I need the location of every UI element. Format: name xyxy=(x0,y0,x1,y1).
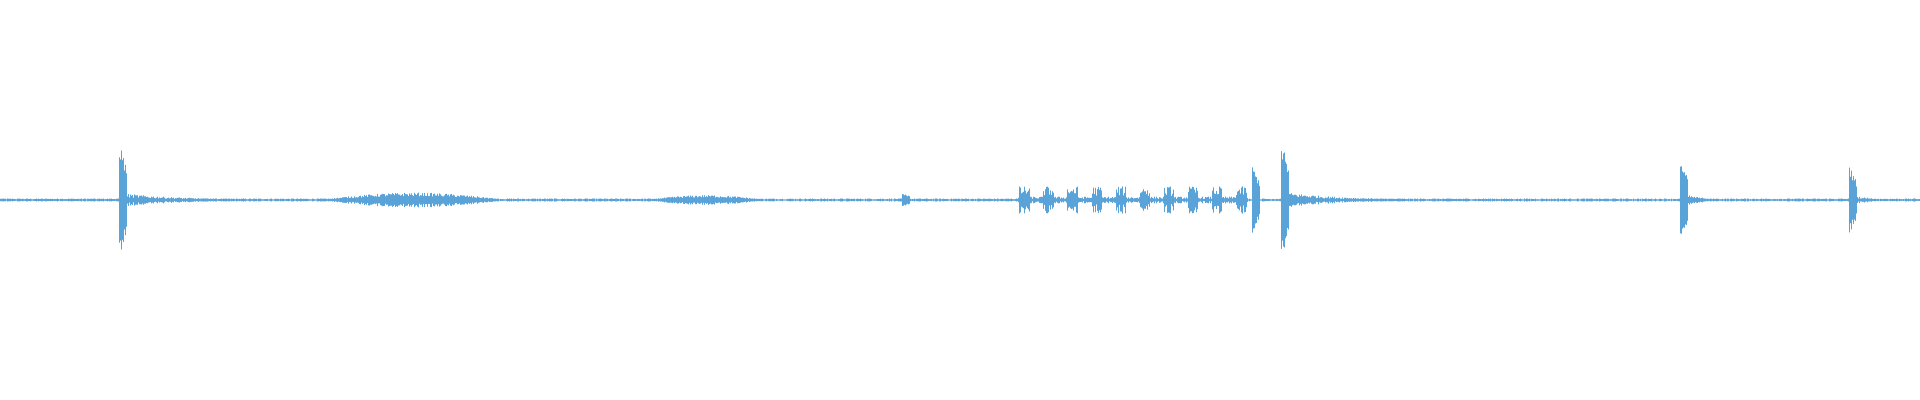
waveform-samples xyxy=(0,150,1920,250)
